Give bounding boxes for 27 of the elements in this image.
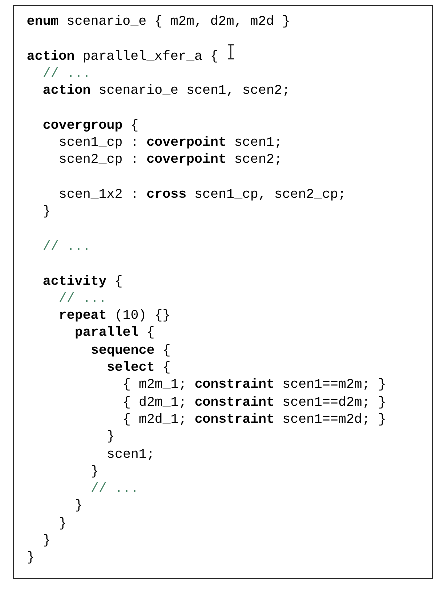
code-comment: // ...	[43, 66, 91, 82]
code-comment: // ...	[59, 290, 107, 307]
code-line: scen_1x2 : cross scen1_cp, scen2_cp;	[59, 187, 346, 203]
code-line: }	[107, 429, 115, 446]
code-comment: // ...	[91, 481, 139, 498]
code-line: scen2_cp : coverpoint scen2;	[59, 152, 282, 168]
code-line: }	[43, 204, 51, 220]
code-line: }	[43, 533, 51, 549]
code-line: }	[27, 550, 35, 566]
code-line: { m2d_1; constraint scen1==m2d; }	[123, 412, 386, 428]
code-comment: // ...	[43, 238, 91, 255]
code-line: }	[91, 464, 99, 480]
code-line: { d2m_1; constraint scen1==d2m; }	[123, 394, 386, 411]
code-line: }	[75, 498, 83, 514]
code-line: select {	[107, 360, 171, 376]
code-line: action scenario_e scen1, scen2;	[43, 83, 290, 100]
code-line: }	[59, 516, 67, 532]
code-line: sequence {	[91, 342, 171, 359]
code-line: enum scenario_e { m2m, d2m, m2d }	[27, 14, 290, 30]
code-line: parallel {	[75, 325, 155, 342]
code-line: activity {	[43, 274, 123, 290]
code-line: { m2m_1; constraint scen1==m2m; }	[123, 377, 386, 394]
code-line: scen1_cp : coverpoint scen1;	[59, 135, 282, 152]
code-line: action parallel_xfer_a {	[27, 48, 219, 65]
code-line: scen1;	[107, 446, 155, 462]
code-line: repeat (10) {}	[59, 308, 171, 324]
code-line: covergroup {	[43, 118, 139, 134]
